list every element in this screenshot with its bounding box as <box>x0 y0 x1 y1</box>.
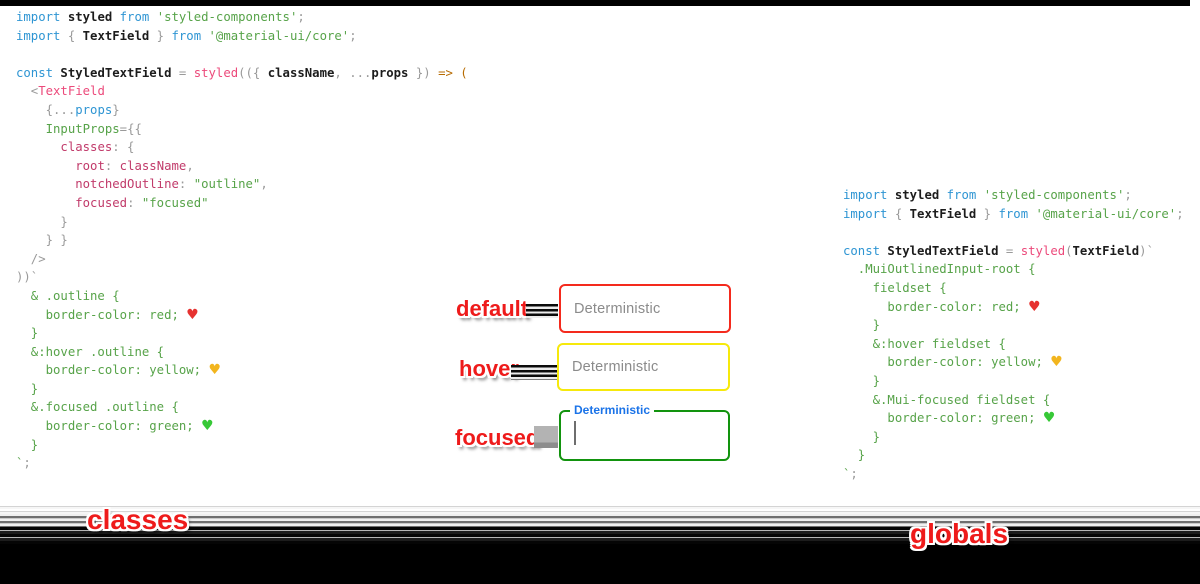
state-label-default: default <box>456 296 529 321</box>
bottom-band-stripes-mid <box>0 514 1200 527</box>
code-block-classes: import styled from 'styled-components';i… <box>16 10 468 471</box>
heart-icon: ♥ <box>208 362 222 379</box>
state-label-focused: focused <box>455 425 540 450</box>
heart-icon: ♥ <box>1050 354 1063 371</box>
textfield-hover-placeholder: Deterministic <box>572 359 659 375</box>
heart-icon: ♥ <box>1028 298 1041 315</box>
heart-icon: ♥ <box>1042 410 1056 427</box>
footer-label-classes: classes <box>87 504 189 535</box>
bottom-band-stripes-light <box>0 504 1200 514</box>
state-label-hover: hover <box>459 356 519 381</box>
bottom-band-stripes-dark <box>0 527 1200 544</box>
textfield-default-placeholder: Deterministic <box>574 300 661 317</box>
default-connector-stroke <box>526 304 558 318</box>
textfield-default[interactable]: Deterministic <box>559 284 731 333</box>
bottom-band-black <box>0 544 1200 584</box>
text-cursor <box>574 421 576 445</box>
heart-icon: ♥ <box>201 418 214 435</box>
focused-connector-stroke <box>534 426 558 448</box>
textfield-hover[interactable]: Deterministic <box>557 343 730 391</box>
heart-icon: ♥ <box>186 306 199 323</box>
hover-connector-stroke <box>511 365 557 380</box>
textfield-focused[interactable]: Deterministic <box>559 403 730 461</box>
code-block-globals: import styled from 'styled-components';i… <box>843 188 1184 481</box>
textfield-focused-float-label: Deterministic <box>570 403 655 417</box>
footer-label-globals: globals <box>910 518 1009 549</box>
top-border-bar <box>0 0 1190 6</box>
